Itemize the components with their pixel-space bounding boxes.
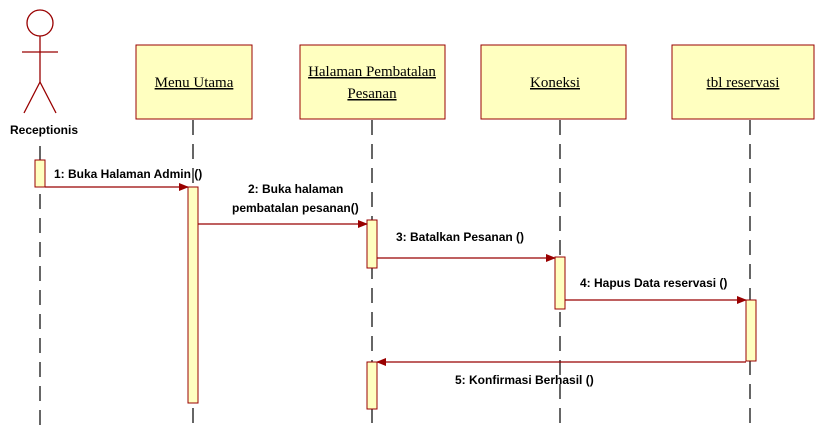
object-tbl-reservasi: tbl reservasi <box>671 44 815 120</box>
message-label: 2: Buka halaman <box>248 182 343 196</box>
activation-tbl-reservasi <box>745 299 757 362</box>
message-label: 1: Buka Halaman Admin () <box>54 167 202 181</box>
object-menu-utama: Menu Utama <box>135 44 253 120</box>
activation-menu-utama <box>187 186 199 404</box>
message-5: 5: Konfirmasi Berhasil () <box>376 358 746 387</box>
activation-halaman-1 <box>366 219 378 269</box>
message-label: 5: Konfirmasi Berhasil () <box>455 373 594 387</box>
message-1: 1: Buka Halaman Admin () <box>45 167 202 191</box>
stick-figure-icon <box>22 9 58 114</box>
message-4: 4: Hapus Data reservasi () <box>565 276 747 304</box>
message-label: 3: Batalkan Pesanan () <box>396 230 524 244</box>
object-label: Pesanan <box>347 86 397 102</box>
object-koneksi: Koneksi <box>480 44 627 120</box>
object-label: Koneksi <box>530 75 580 91</box>
activation-koneksi <box>554 256 566 310</box>
message-label: pembatalan pesanan() <box>232 201 359 215</box>
actor-receptionis: Receptionis <box>10 9 78 137</box>
message-2: 2: Buka halaman pembatalan pesanan() <box>198 182 368 228</box>
activation-receptionis <box>34 159 46 188</box>
object-halaman-pembatalan: Halaman Pembatalan Pesanan <box>299 44 446 120</box>
actor-name: Receptionis <box>10 123 78 137</box>
message-label: 4: Hapus Data reservasi () <box>580 276 727 290</box>
object-label: Menu Utama <box>155 75 234 91</box>
message-3: 3: Batalkan Pesanan () <box>377 230 556 262</box>
object-label: Halaman Pembatalan <box>308 64 436 80</box>
object-label: tbl reservasi <box>707 75 780 91</box>
activation-halaman-2 <box>366 361 378 410</box>
